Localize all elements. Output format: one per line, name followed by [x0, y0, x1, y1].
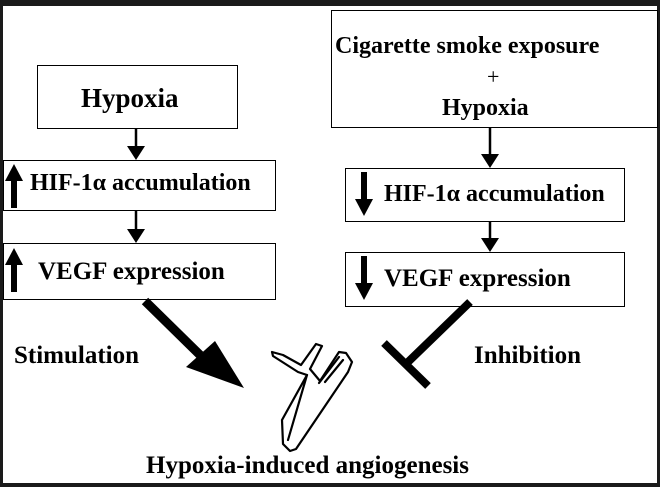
right-smoke-label: Cigarette smoke exposure — [335, 33, 600, 59]
outcome-label: Hypoxia-induced angiogenesis — [146, 452, 469, 479]
right-hif-label: HIF-1α accumulation — [384, 181, 605, 207]
frame-border-left — [0, 0, 3, 487]
left-hypoxia-box — [37, 65, 238, 129]
frame-border-right — [657, 0, 660, 487]
inhibition-bar — [381, 299, 473, 389]
right-arrow-hypoxia-to-hif — [481, 128, 499, 168]
down-arrow-icon — [355, 256, 373, 300]
right-arrow-hif-to-vegf — [481, 222, 499, 252]
right-vegf-label: VEGF expression — [384, 265, 571, 292]
left-arrow-hif-to-vegf — [127, 211, 145, 243]
up-arrow-icon — [5, 164, 23, 208]
down-arrow-icon — [355, 172, 373, 216]
right-hif-box — [345, 168, 625, 222]
left-arrow-hypoxia-to-hif — [127, 129, 145, 160]
right-hypoxia-label: Hypoxia — [442, 95, 529, 121]
left-hypoxia-label: Hypoxia — [81, 83, 179, 113]
inhibition-label: Inhibition — [474, 342, 582, 369]
stimulation-label: Stimulation — [14, 342, 140, 369]
frame-border-top — [0, 0, 660, 6]
up-arrow-icon — [5, 248, 23, 292]
stimulation-arrow — [141, 297, 244, 388]
frame-border-bottom — [0, 483, 660, 487]
left-vegf-label: VEGF expression — [38, 258, 225, 285]
left-hif-box — [3, 160, 276, 211]
right-smoke-hypoxia-box — [331, 10, 658, 128]
left-vegf-box — [3, 243, 276, 300]
left-hif-label: HIF-1α accumulation — [30, 170, 251, 196]
blood-vessel-icon — [270, 342, 354, 453]
right-vegf-box — [345, 252, 625, 307]
right-plus-label: + — [487, 64, 500, 89]
